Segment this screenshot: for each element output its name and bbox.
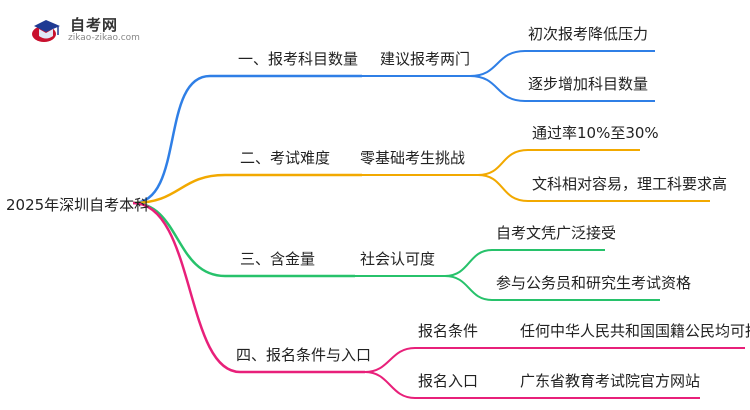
branch-1-leaf-2: 逐步增加科目数量 (528, 75, 649, 93)
connector-branch-4-sub-2 (364, 371, 505, 399)
connector-root-branch-1 (132, 74, 362, 205)
branch-4-subtopic-1: 报名条件 (418, 322, 479, 340)
connector-branch-2-leaf-1 (477, 149, 640, 176)
branch-4-subtopic-2: 报名入口 (418, 372, 479, 390)
branch-1-subtopic: 建议报考两门 (380, 50, 471, 68)
branch-2-label: 二、考试难度 (240, 149, 331, 167)
branch-2-leaf-2: 文科相对容易，理工科要求高 (532, 175, 728, 193)
root-topic: 2025年深圳自考本科 (6, 196, 150, 214)
connector-root-branch-4 (132, 201, 365, 374)
logo-subtitle: zikao-zikao.com (68, 33, 140, 43)
branch-1-leaf-1: 初次报考降低压力 (528, 25, 649, 43)
branch-4-label: 四、报名条件与入口 (236, 346, 372, 364)
branch-3-subtopic: 社会认可度 (360, 250, 436, 268)
branch-3-label: 三、含金量 (240, 250, 316, 268)
logo-title: 自考网 (70, 16, 119, 34)
branch-2-leaf-1: 通过率10%至30% (532, 124, 659, 142)
connector-branch-1-leaf-1 (469, 50, 655, 77)
branch-1-label: 一、报考科目数量 (238, 50, 359, 68)
branch-3-leaf-2: 参与公务员和研究生考试资格 (496, 274, 692, 292)
logo: 自考网 zikao-zikao.com (30, 14, 140, 48)
graduation-cap-icon (32, 20, 60, 42)
branch-2-subtopic: 零基础考生挑战 (360, 149, 466, 167)
connector-branch-4-sub-1 (364, 347, 505, 373)
branch-4-leaf-1: 任何中华人民共和国国籍公民均可报名 (520, 322, 750, 340)
branch-4-leaf-2: 广东省教育考试院官方网站 (520, 372, 701, 390)
connector-branch-3-leaf-1 (444, 249, 605, 277)
branch-3-leaf-1: 自考文凭广泛接受 (496, 224, 617, 242)
connector-branch-2-leaf-2 (477, 174, 710, 202)
connector-branch-3-leaf-2 (444, 275, 660, 301)
connector-branch-1-leaf-2 (469, 75, 655, 102)
connector-root-branch-2 (132, 173, 362, 205)
